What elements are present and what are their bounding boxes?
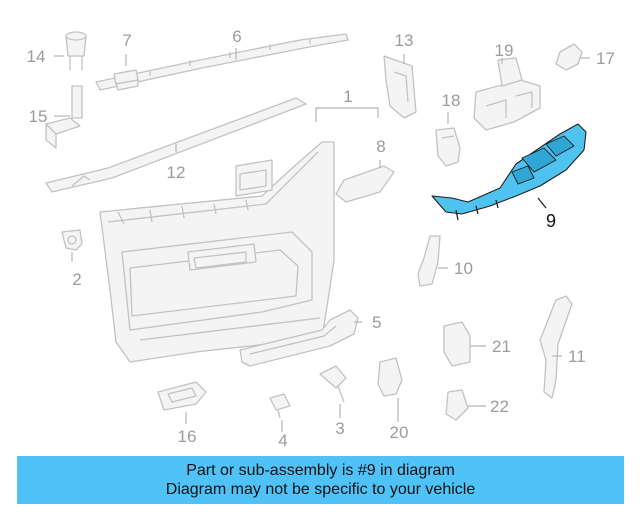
part-8-bezel[interactable]	[335, 165, 395, 203]
part-22-clip[interactable]	[445, 389, 469, 421]
callout-14: 14	[27, 47, 46, 66]
callout-18: 18	[442, 91, 461, 110]
part-3-screw[interactable]	[319, 365, 347, 403]
callout-13: 13	[395, 31, 414, 50]
callout-4: 4	[278, 431, 287, 450]
part-19-switch-assembly[interactable]	[473, 57, 541, 131]
callout-3: 3	[335, 419, 344, 438]
callout-16: 16	[178, 427, 197, 446]
callout-6: 6	[232, 27, 241, 46]
leader-lines	[54, 48, 590, 432]
part-11-trim-strip[interactable]	[539, 295, 573, 399]
callout-7: 7	[122, 31, 131, 50]
part-7-clip[interactable]	[113, 69, 139, 91]
callout-15: 15	[29, 107, 48, 126]
part-18-clip[interactable]	[435, 127, 461, 167]
callout-12: 12	[167, 163, 186, 182]
part-21-clip[interactable]	[443, 321, 471, 367]
banner-line-disclaimer: Diagram may not be specific to your vehi…	[165, 481, 476, 498]
part-16-handle-bezel[interactable]	[157, 381, 207, 411]
callout-20: 20	[390, 423, 409, 442]
part-10-bracket[interactable]	[417, 235, 441, 287]
part-4-push-pin[interactable]	[269, 393, 291, 419]
banner-line-part-number: Part or sub-assembly is #9 in diagram	[186, 462, 455, 479]
callout-8: 8	[376, 137, 385, 156]
callout-22: 22	[490, 397, 509, 416]
callout-5: 5	[372, 313, 381, 332]
info-banner: Part or sub-assembly is #9 in diagram Di…	[17, 456, 624, 504]
part-14-retainer[interactable]	[65, 31, 87, 70]
callout-17: 17	[596, 49, 615, 68]
part-9-window-switch-highlighted[interactable]	[431, 123, 587, 221]
callout-9-highlighted: 9	[546, 211, 556, 231]
part-20-clip[interactable]	[377, 357, 403, 397]
part-2-clip[interactable]	[61, 229, 83, 251]
part-13-bracket[interactable]	[383, 55, 417, 119]
callout-11: 11	[568, 347, 586, 366]
part-5-armrest[interactable]	[239, 309, 359, 367]
callout-2: 2	[72, 270, 81, 289]
part-15-switch[interactable]	[45, 85, 83, 149]
callout-21: 21	[492, 337, 511, 356]
part-1-door-trim-panel[interactable]	[99, 141, 335, 363]
part-17-cover[interactable]	[555, 43, 583, 71]
callout-1: 1	[343, 87, 352, 106]
callout-19: 19	[495, 41, 514, 60]
callout-10: 10	[454, 259, 473, 278]
parts-diagram: 1 2 3 4 5 6 7 8 9 10 11 12 13 14 15 16 1…	[27, 27, 615, 450]
